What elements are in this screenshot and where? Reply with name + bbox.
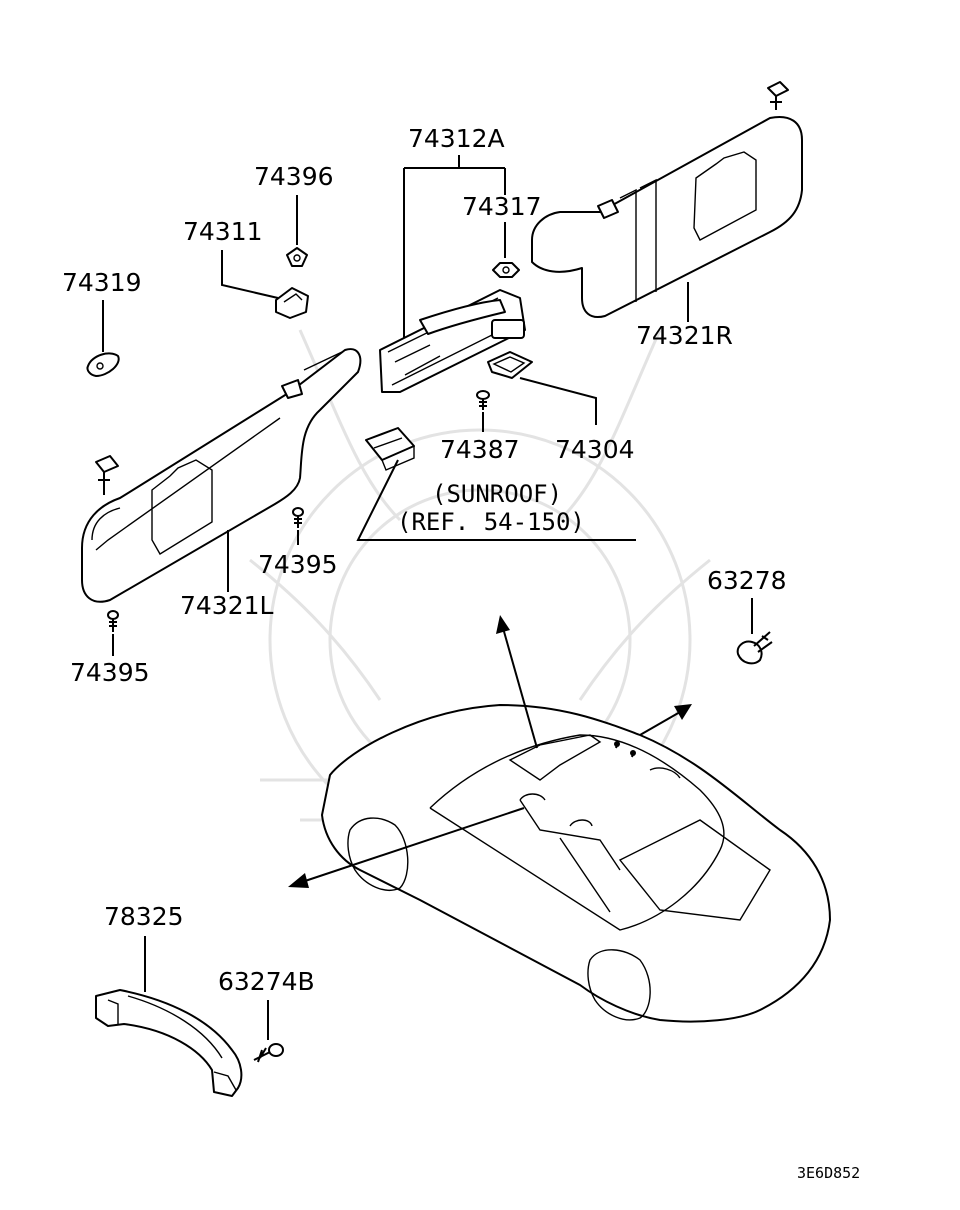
holder-74311	[275, 287, 309, 319]
rear-view-mirror	[379, 289, 526, 393]
arrow-left	[288, 807, 525, 888]
label-74317: 74317	[462, 192, 542, 221]
label-74321R: 74321R	[636, 321, 733, 350]
label-78325: 78325	[104, 902, 184, 931]
label-74395-b: 74395	[70, 658, 150, 687]
screw-74395-a	[292, 507, 304, 528]
label-sunroof: (SUNROOF)	[432, 480, 562, 508]
label-74312A: 74312A	[408, 124, 505, 153]
label-74311: 74311	[183, 217, 263, 246]
label-74319: 74319	[62, 268, 142, 297]
screw-74387	[476, 390, 490, 410]
car-screws	[614, 741, 636, 758]
label-74396: 74396	[254, 162, 334, 191]
sun-visor-left	[81, 348, 362, 603]
label-74321L: 74321L	[180, 591, 274, 620]
arrow-up	[496, 615, 538, 749]
leader-sunroof	[356, 459, 636, 541]
label-74304: 74304	[555, 435, 635, 464]
label-63274B: 63274B	[218, 967, 315, 996]
cap-74319	[86, 352, 120, 377]
mirror-cover-74304	[487, 351, 533, 379]
screw-63278	[736, 631, 773, 665]
car-body	[321, 704, 831, 1023]
screw-63274B	[253, 1043, 284, 1063]
leader-74311	[221, 250, 279, 299]
diagram-code: 3E6D852	[797, 1164, 860, 1182]
label-sunroof-ref: (REF. 54-150)	[397, 508, 585, 536]
leader-74312A	[403, 155, 506, 340]
sun-visor-right	[531, 81, 803, 318]
screw-74395-b	[107, 610, 119, 632]
label-63278: 63278	[707, 566, 787, 595]
clip-74396	[286, 247, 308, 267]
nut-74317	[492, 262, 520, 278]
label-74387: 74387	[440, 435, 520, 464]
sunroof-bracket	[365, 427, 415, 471]
assist-grip-78325	[95, 989, 243, 1097]
arrow-right	[639, 704, 692, 736]
leader-74304	[519, 377, 597, 425]
label-74395-a: 74395	[258, 550, 338, 579]
